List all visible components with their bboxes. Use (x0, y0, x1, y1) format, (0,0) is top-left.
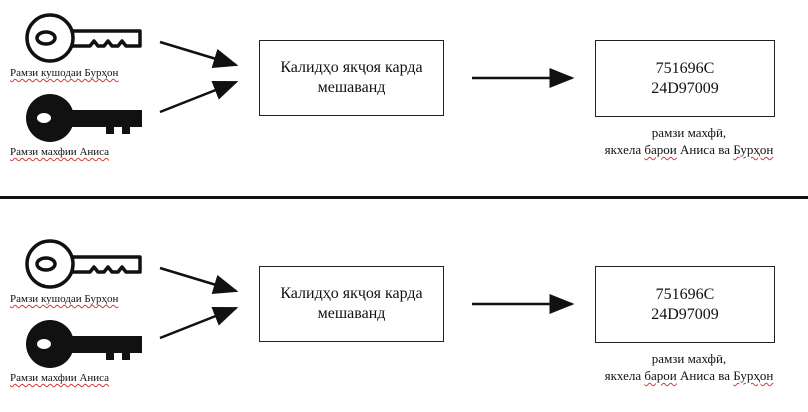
filled-key-icon (26, 94, 142, 142)
combine-box-line-1: Калидҳо якҷоя карда (280, 59, 423, 76)
shared-secret-box: 751696C 24D97009 (595, 266, 775, 343)
secret-value-line-1: 751696C (655, 59, 715, 77)
caption-text: Аниса ва (676, 142, 734, 157)
diagram-panel-top: Рамзи кушодаи Бурҳон Рамзи махфии Аниса … (0, 0, 808, 186)
caption-text: якхела (604, 142, 645, 157)
arrow-private-key-to-combine (159, 306, 239, 340)
caption-line-2: якхела барои Аниса ва Бурҳон (570, 367, 808, 384)
caption-line-2: якхела барои Аниса ва Бурҳон (570, 141, 808, 158)
section-divider (0, 196, 808, 199)
caption-line-1: рамзи махфӣ, (651, 125, 727, 140)
arrow-public-key-to-combine (159, 266, 239, 295)
shared-secret-box: 751696C 24D97009 (595, 40, 775, 117)
combine-keys-box: Калидҳо якҷоя карда мешаванд (259, 40, 444, 116)
public-key-label: Рамзи кушодаи Бурҳон (10, 293, 119, 305)
secret-value-line-2: 24D97009 (651, 305, 719, 323)
caption-text: барои (644, 368, 677, 383)
caption-text: Бурҳон (733, 142, 774, 157)
arrow-private-key-to-combine (159, 80, 239, 114)
shared-secret-caption: рамзи махфӣ, якхела барои Аниса ва Бурҳо… (570, 124, 808, 158)
flow-arrows (159, 40, 575, 114)
outline-key-icon (25, 13, 142, 63)
combine-box-line-2: мешаванд (317, 79, 386, 96)
combine-box-line-1: Калидҳо якҷоя карда (280, 285, 423, 302)
flow-arrows (159, 266, 575, 340)
caption-text: якхела (604, 368, 645, 383)
caption-text: Бурҳон (733, 368, 774, 383)
shared-secret-caption: рамзи махфӣ, якхела барои Аниса ва Бурҳо… (570, 350, 808, 384)
outline-key-icon (25, 239, 142, 289)
private-key-label: Рамзи махфии Аниса (10, 372, 110, 384)
combine-keys-box: Калидҳо якҷоя карда мешаванд (259, 266, 444, 342)
caption-line-1: рамзи махфӣ, (651, 351, 727, 366)
private-key-label: Рамзи махфии Аниса (10, 146, 110, 158)
combine-box-line-2: мешаванд (317, 305, 386, 322)
caption-text: барои (644, 142, 677, 157)
secret-value-line-1: 751696C (655, 285, 715, 303)
diagram-panel-bottom: Рамзи кушодаи Бурҳон Рамзи махфии Аниса … (0, 226, 808, 412)
caption-text: Аниса ва (676, 368, 734, 383)
secret-value-line-2: 24D97009 (651, 79, 719, 97)
arrow-public-key-to-combine (159, 40, 239, 69)
filled-key-icon (26, 320, 142, 368)
public-key-label: Рамзи кушодаи Бурҳон (10, 67, 119, 79)
